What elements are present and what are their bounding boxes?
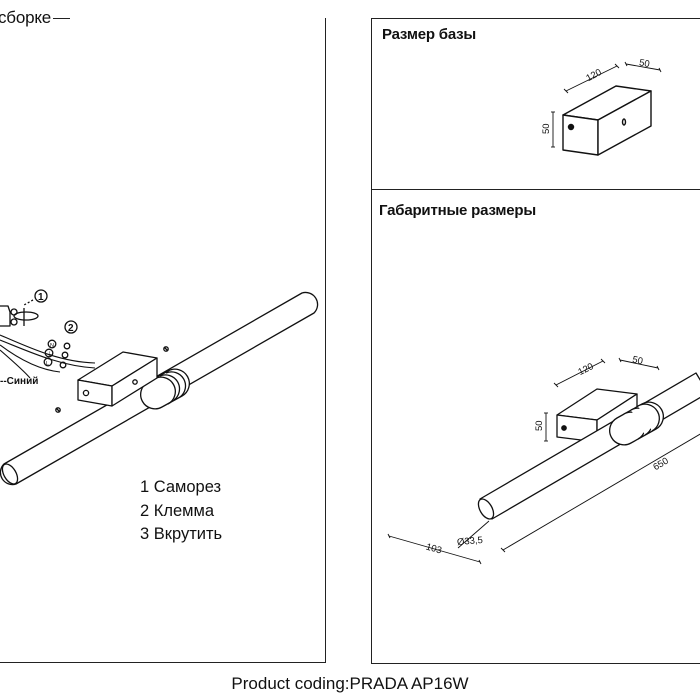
product-code-footer: Product coding:PRADA AP16W <box>231 674 469 693</box>
overall-height-dim: 50 <box>534 420 545 431</box>
overall-dimensions-title: Габаритные размеры <box>379 202 536 219</box>
assembly-legend: 1 Саморез 2 Клемма 3 Вкрутить <box>140 476 222 547</box>
terminal-neutral-mark: N <box>50 343 54 349</box>
legend-item-terminal: 2 Клемма <box>140 501 215 520</box>
overall-length-dim: 120 <box>576 361 595 378</box>
terminal-live-mark: L <box>46 361 49 367</box>
assembly-title: сборке <box>0 8 54 28</box>
blue-wire-label: --Синий <box>0 376 38 387</box>
wall-connector <box>0 305 39 327</box>
legend-item-screw: 1 Саморез <box>140 478 222 496</box>
step-2-circle <box>64 320 78 334</box>
tube-collar <box>140 368 190 410</box>
screws <box>55 346 169 413</box>
base-height-dim: 50 <box>541 123 552 134</box>
dimensions-panel-frame <box>371 18 700 664</box>
step-2-number: 2 <box>68 323 74 334</box>
step-1-number: 1 <box>38 292 44 303</box>
assembly-panel-frame <box>0 18 326 663</box>
overall-width-dim: 50 <box>631 354 644 367</box>
projection-dim: 103 <box>425 542 443 557</box>
total-length-dim: 650 <box>651 456 670 473</box>
step-1-circle <box>34 289 48 303</box>
panel-divider <box>372 189 700 190</box>
terminal-block <box>43 339 71 369</box>
base-width-dim: 50 <box>638 57 650 70</box>
legend-item-screw-in: 3 Вкрутить <box>140 525 223 543</box>
diameter-dim: Ø33,5 <box>457 535 484 548</box>
terminal-ground-mark: ⏚ <box>47 351 53 358</box>
base-size-title: Размер базы <box>382 26 477 43</box>
mount-base-box <box>77 351 158 407</box>
